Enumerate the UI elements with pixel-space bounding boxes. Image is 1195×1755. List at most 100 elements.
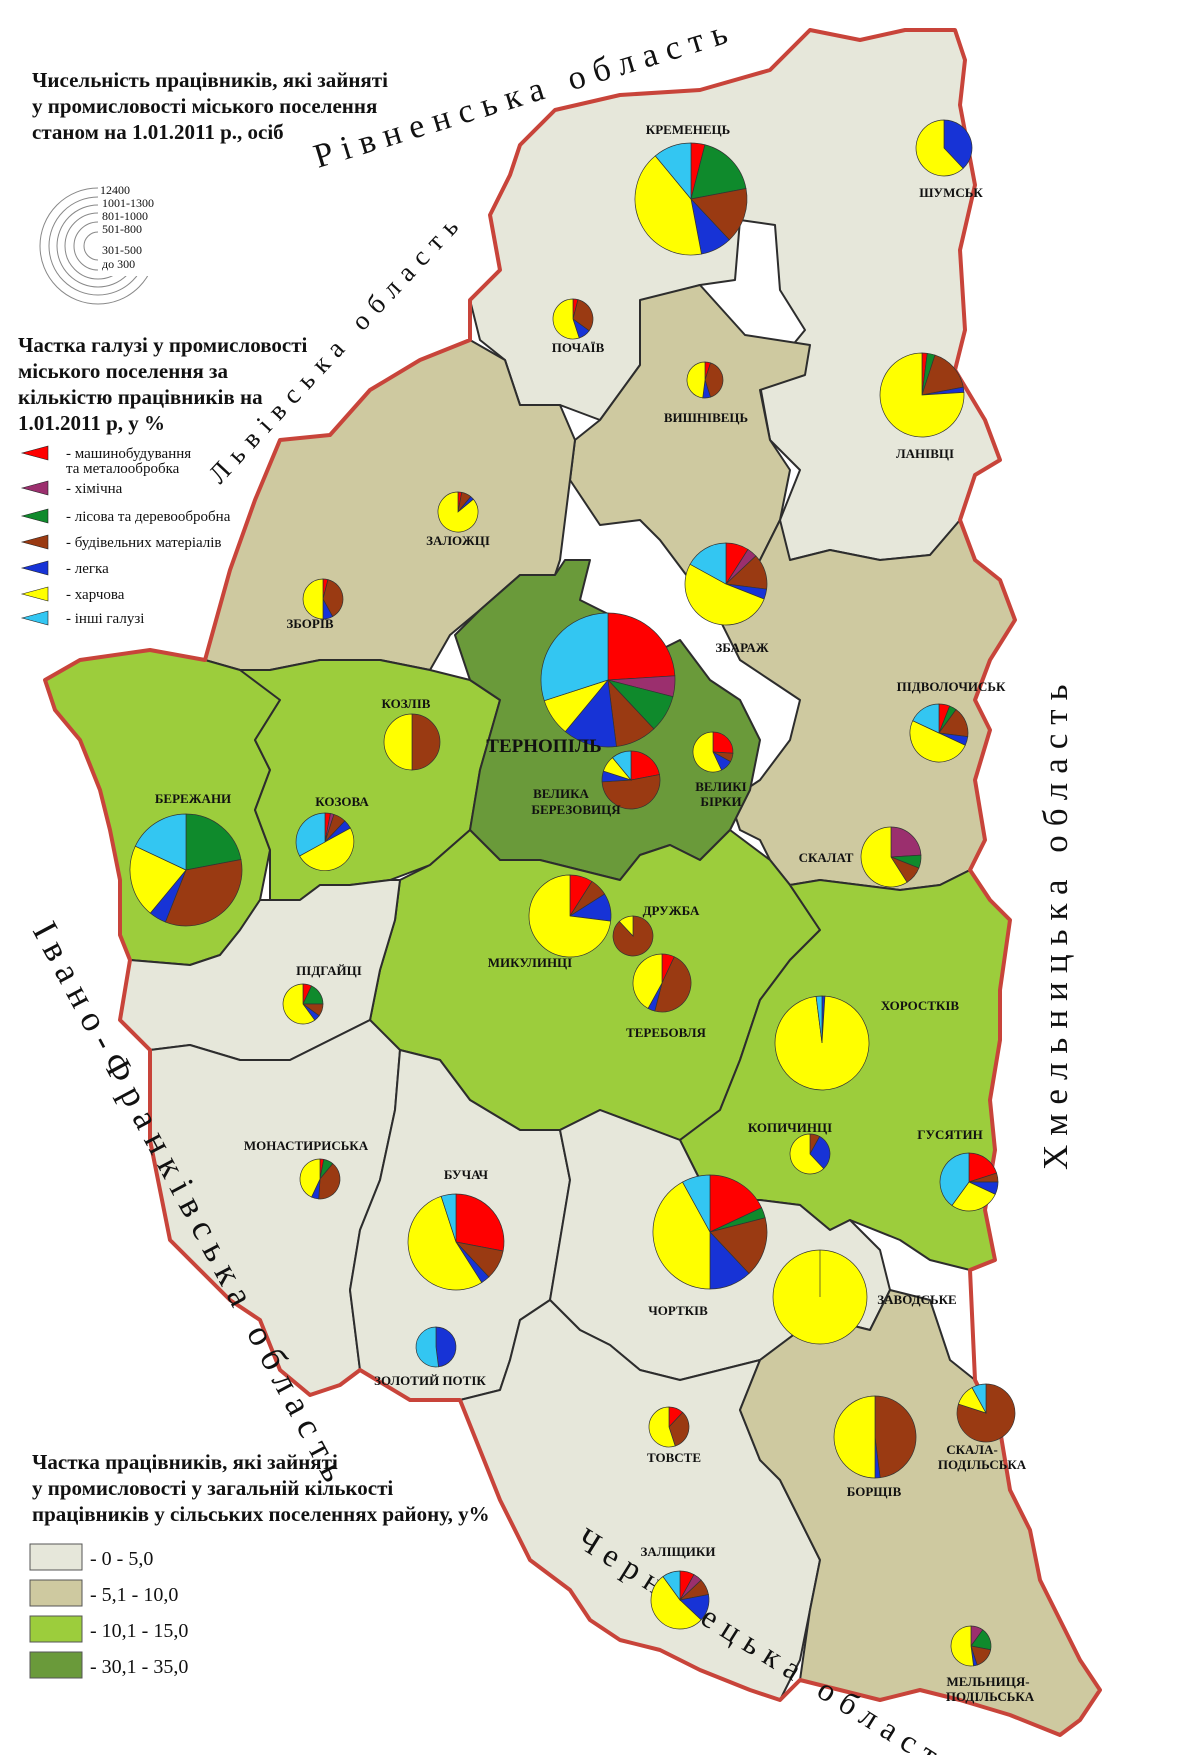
pie-chart xyxy=(860,826,922,888)
pie-chart xyxy=(650,1570,710,1630)
pie-chart xyxy=(692,731,734,773)
town-label: ЗОЛОТИЙ ПОТІК xyxy=(374,1373,486,1388)
legend-sector-label: - будівельних матеріалів xyxy=(66,535,222,551)
town-label: ЗАЛІЩИКИ xyxy=(641,1544,716,1559)
pie-slice xyxy=(968,1152,998,1183)
pie-slice xyxy=(943,119,973,169)
legend-class-swatch xyxy=(29,1615,83,1643)
pie-slice xyxy=(299,827,355,871)
pie-chart xyxy=(879,352,965,438)
pie-slice xyxy=(686,361,706,399)
legend-class-label: - 0 - 5,0 xyxy=(90,1548,153,1570)
legend-sector-swatch xyxy=(20,480,49,496)
town-label-2: ПОДІЛЬСЬКА xyxy=(946,1689,1035,1704)
legend-sector-swatch xyxy=(20,560,49,576)
pie-slice xyxy=(890,826,922,858)
legend-class-swatch xyxy=(29,1579,83,1607)
legend-shares-title-1: Частка галузі у промисловості xyxy=(18,333,308,357)
pie-slice xyxy=(774,995,870,1091)
size-label-4: 501-800 xyxy=(102,222,142,236)
legend-shares-title-4: 1.01.2011 р, у % xyxy=(18,411,165,435)
legend-shares-title-2: міського поселення за xyxy=(18,359,229,383)
pie-chart xyxy=(833,1395,917,1479)
pie-slice xyxy=(951,1181,996,1212)
legend-sector-swatch xyxy=(20,508,49,524)
pie-chart xyxy=(528,874,612,958)
pie-slice xyxy=(415,1326,439,1368)
legend-choropleth: Частка працівників, які зайняті у промис… xyxy=(29,1450,490,1679)
pie-slice xyxy=(956,1383,1016,1443)
legend-sector-swatch xyxy=(20,534,49,550)
oblast-border xyxy=(43,28,1102,1737)
town-label: БУЧАЧ xyxy=(444,1167,489,1182)
pie-slice xyxy=(712,731,734,754)
pie-slice xyxy=(709,1174,763,1233)
pie-slice xyxy=(528,874,612,958)
pie-slice xyxy=(440,1193,457,1243)
legend-sector-label: - інші галузі xyxy=(66,611,144,627)
pie-slice xyxy=(690,188,748,241)
town-label: ВЕЛИКІ xyxy=(695,779,746,794)
pie-slice xyxy=(654,142,692,200)
pie-chart xyxy=(552,298,594,340)
pie-slice xyxy=(185,813,242,871)
legend-class-swatch xyxy=(29,1651,83,1679)
pie-slice xyxy=(618,915,634,937)
pie-slice xyxy=(601,774,661,810)
legend-sizes-title-2: у промисловості міського поселення xyxy=(32,94,377,118)
pie-chart xyxy=(601,750,661,810)
town-label: ТЕРЕБОВЛЯ xyxy=(626,1025,706,1040)
legend-choro-title-1: Частка працівників, які зайняті xyxy=(32,1450,338,1474)
legend-sector-label: - лісова та деревообробна xyxy=(66,509,231,525)
town-label: ЗАЛОЖЦІ xyxy=(426,533,490,548)
pie-chart xyxy=(686,361,724,399)
pie-chart xyxy=(299,1158,341,1200)
pie-slice xyxy=(879,352,965,438)
town-label: ВЕЛИКА xyxy=(533,786,589,801)
pie-slice xyxy=(572,299,594,332)
pie-slice xyxy=(950,1625,974,1667)
pie-slice xyxy=(407,1195,483,1291)
pie-chart xyxy=(634,142,748,256)
town-label: ДРУЖБА xyxy=(643,903,700,918)
pie-chart xyxy=(909,703,969,763)
legend-sector-swatch xyxy=(20,610,49,626)
pie-slice xyxy=(809,1135,831,1170)
pie-slice xyxy=(302,578,324,620)
pie-slice xyxy=(318,1163,341,1200)
pie-slice xyxy=(833,1395,876,1479)
town-label: СКАЛАТ xyxy=(799,850,854,865)
legend-sector-swatch xyxy=(20,445,49,461)
pie-slice xyxy=(654,956,692,1013)
pie-slice xyxy=(915,119,964,177)
size-label-2: 1001-1300 xyxy=(102,196,154,210)
pie-slice xyxy=(282,983,316,1025)
town-label: КРЕМЕНЕЦЬ xyxy=(646,122,730,137)
pie-chart xyxy=(302,578,344,620)
legend-choro-title-2: у промисловості у загальній кількості xyxy=(32,1476,393,1500)
neighbor-khmelnytskyi: Хмельницька область xyxy=(1036,675,1075,1170)
town-label: ЗАВОДСЬКЕ xyxy=(877,1292,956,1307)
town-label: ПІДГАЙЦІ xyxy=(296,963,362,978)
town-label: ВИШНІВЕЦЬ xyxy=(664,410,748,425)
town-label-2: БЕРЕЗОВИЦЯ xyxy=(531,802,621,817)
size-label-5: 301-500 xyxy=(102,243,142,257)
pie-slice xyxy=(129,845,187,914)
pie-chart xyxy=(632,953,692,1013)
choropleth-legend-items: - 0 - 5,0- 5,1 - 10,0- 10,1 - 15,0- 30,1… xyxy=(29,1543,188,1679)
pie-chart xyxy=(282,983,324,1025)
pie-slice xyxy=(164,859,243,927)
town-label: ГУСЯТИН xyxy=(917,1127,982,1142)
pie-chart xyxy=(772,1249,868,1345)
town-label: МИКУЛИНЦІ xyxy=(488,955,572,970)
town-label: ТОВСТЕ xyxy=(647,1450,701,1465)
town-labels: КРЕМЕНЕЦЬШУМСЬКПОЧАЇВВИШНІВЕЦЬЛАНІВЦІЗАЛ… xyxy=(155,122,1035,1704)
pie-slice xyxy=(607,612,676,681)
pie-slice xyxy=(815,995,823,1044)
pie-slice xyxy=(921,354,964,396)
pie-chart xyxy=(648,1406,690,1448)
legend-sector-label-2: та металообробка xyxy=(66,461,180,477)
pie-chart xyxy=(383,713,441,771)
pie-slice xyxy=(411,713,441,771)
